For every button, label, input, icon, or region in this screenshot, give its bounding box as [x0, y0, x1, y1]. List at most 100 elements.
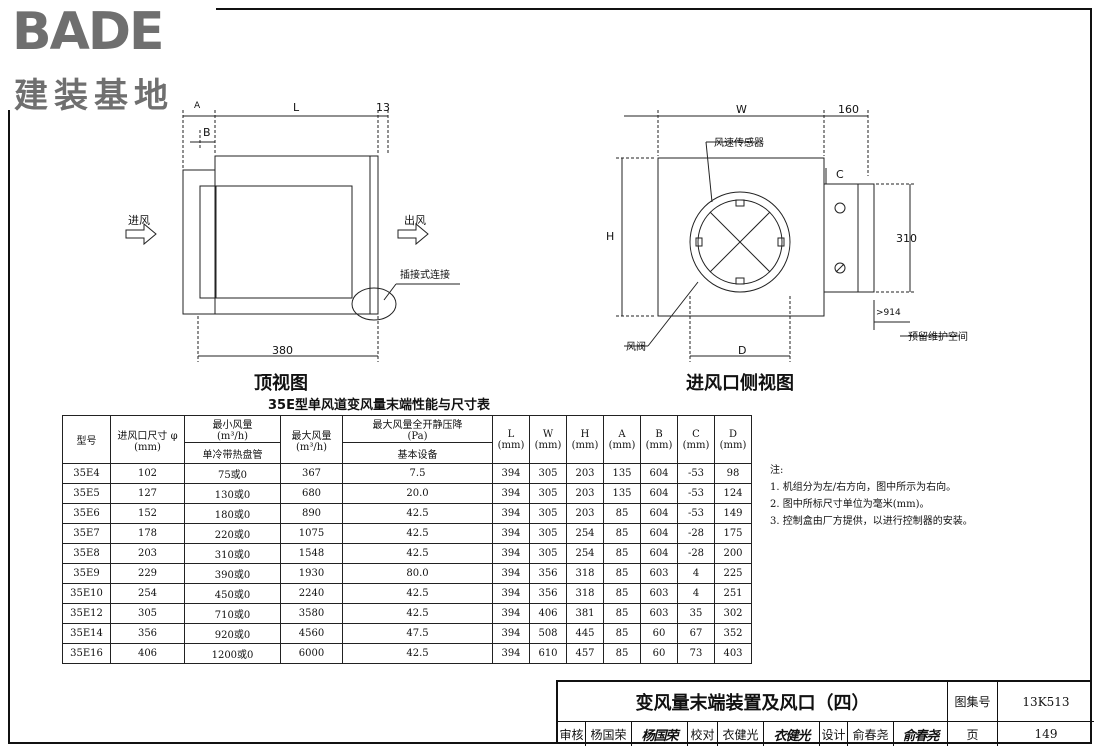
cell-min-air: 920或0 — [184, 623, 281, 644]
cell-max-air: 367 — [280, 463, 343, 484]
cell-b: 604 — [640, 523, 678, 544]
cell-b: 604 — [640, 543, 678, 564]
page-label: 页 — [948, 722, 998, 746]
cell-d: 225 — [714, 563, 752, 584]
cell-max-air: 1548 — [280, 543, 343, 564]
cell-l: 394 — [492, 603, 530, 624]
drawing-frame — [8, 8, 1092, 744]
designer-name: 俞春尧 — [848, 722, 894, 746]
cell-d: 403 — [714, 643, 752, 664]
cell-w: 610 — [529, 643, 567, 664]
reviewer-label: 审核 — [558, 722, 586, 746]
slip-joint-label: 插接式连接 — [400, 270, 450, 281]
header-min-air: 最小风量(m³/h) — [184, 415, 281, 443]
designer-label: 设计 — [820, 722, 848, 746]
sensor-label: 风速传感器 — [714, 138, 764, 149]
cell-w: 305 — [529, 463, 567, 484]
header-pressure: 最大风量全开静压降(Pa) — [342, 415, 493, 443]
cell-model: 35E4 — [62, 463, 111, 484]
cell-model: 35E8 — [62, 543, 111, 564]
cell-a: 85 — [603, 603, 641, 624]
checker-label: 校对 — [688, 722, 718, 746]
control-box — [823, 183, 875, 293]
cell-l: 394 — [492, 503, 530, 524]
cell-max-air: 4560 — [280, 623, 343, 644]
top-view-title: 顶视图 — [254, 373, 308, 394]
cell-b: 603 — [640, 603, 678, 624]
cell-b: 604 — [640, 463, 678, 484]
title-block: 变风量末端装置及风口（四） 图集号 13K513 审核 杨国荣 杨国荣 校对 衣… — [556, 680, 1094, 746]
cell-b: 60 — [640, 623, 678, 644]
dim-label-a: A — [194, 101, 201, 111]
side-view-title: 进风口侧视图 — [686, 373, 794, 394]
dim-label-c: C — [836, 168, 844, 181]
cell-inlet: 203 — [110, 543, 185, 564]
atlas-number: 13K513 — [998, 682, 1094, 722]
cell-max-air: 680 — [280, 483, 343, 504]
cell-d: 251 — [714, 583, 752, 604]
cell-pressure: 7.5 — [342, 463, 493, 484]
cell-h: 445 — [566, 623, 604, 644]
cell-inlet: 356 — [110, 623, 185, 644]
inlet-flange — [182, 169, 216, 315]
header-h: H(mm) — [566, 415, 604, 464]
header-max-air-label: 最大风量 — [291, 430, 332, 442]
cell-inlet: 127 — [110, 483, 185, 504]
header-b: B(mm) — [640, 415, 678, 464]
table-title: 35E型单风道变风量末端性能与尺寸表 — [268, 398, 490, 413]
header-model: 型号 — [62, 415, 111, 464]
dim-label-b: B — [203, 126, 211, 139]
note-item: 2. 图中所标尺寸单位为毫米(mm)。 — [770, 499, 930, 510]
header-w-unit: (mm) — [534, 439, 562, 451]
cell-w: 508 — [529, 623, 567, 644]
header-b-unit: (mm) — [645, 439, 673, 451]
header-h-unit: (mm) — [571, 439, 599, 451]
cell-pressure: 42.5 — [342, 503, 493, 524]
cell-a: 135 — [603, 483, 641, 504]
cell-pressure: 47.5 — [342, 623, 493, 644]
dim-label-d: D — [738, 344, 747, 357]
cell-l: 394 — [492, 523, 530, 544]
cell-max-air: 1930 — [280, 563, 343, 584]
inlet-collar — [199, 185, 217, 299]
cell-a: 85 — [603, 623, 641, 644]
dim-label-380: 380 — [272, 344, 293, 357]
drawing-title: 变风量末端装置及风口（四） — [558, 682, 948, 722]
note-item: 3. 控制盒由厂方提供，以进行控制器的安装。 — [770, 516, 973, 527]
dim-label-l: L — [293, 101, 300, 114]
brand-logo: BADE — [12, 2, 165, 62]
cell-b: 603 — [640, 563, 678, 584]
cell-h: 318 — [566, 563, 604, 584]
damper-circle — [689, 191, 791, 293]
cell-l: 394 — [492, 623, 530, 644]
cell-inlet: 305 — [110, 603, 185, 624]
cell-c: -53 — [677, 463, 715, 484]
cell-c: 35 — [677, 603, 715, 624]
header-a-label: A — [618, 428, 626, 440]
cell-pressure: 42.5 — [342, 583, 493, 604]
cell-d: 149 — [714, 503, 752, 524]
cell-d: 98 — [714, 463, 752, 484]
cell-min-air: 450或0 — [184, 583, 281, 604]
checker-name: 衣健光 — [718, 722, 764, 746]
cell-a: 85 — [603, 543, 641, 564]
cell-min-air: 180或0 — [184, 503, 281, 524]
cell-w: 406 — [529, 603, 567, 624]
brand-subtitle: 建装基地 — [14, 76, 174, 116]
cell-max-air: 2240 — [280, 583, 343, 604]
cell-d: 124 — [714, 483, 752, 504]
cell-l: 394 — [492, 643, 530, 664]
cell-l: 394 — [492, 563, 530, 584]
header-l-label: L — [507, 428, 515, 440]
cell-pressure: 42.5 — [342, 543, 493, 564]
header-c-unit: (mm) — [682, 439, 710, 451]
cell-inlet: 229 — [110, 563, 185, 584]
header-l: L(mm) — [492, 415, 530, 464]
header-pressure-sub: 基本设备 — [342, 442, 493, 464]
cell-h: 381 — [566, 603, 604, 624]
header-max-air: 最大风量(m³/h) — [280, 415, 343, 464]
